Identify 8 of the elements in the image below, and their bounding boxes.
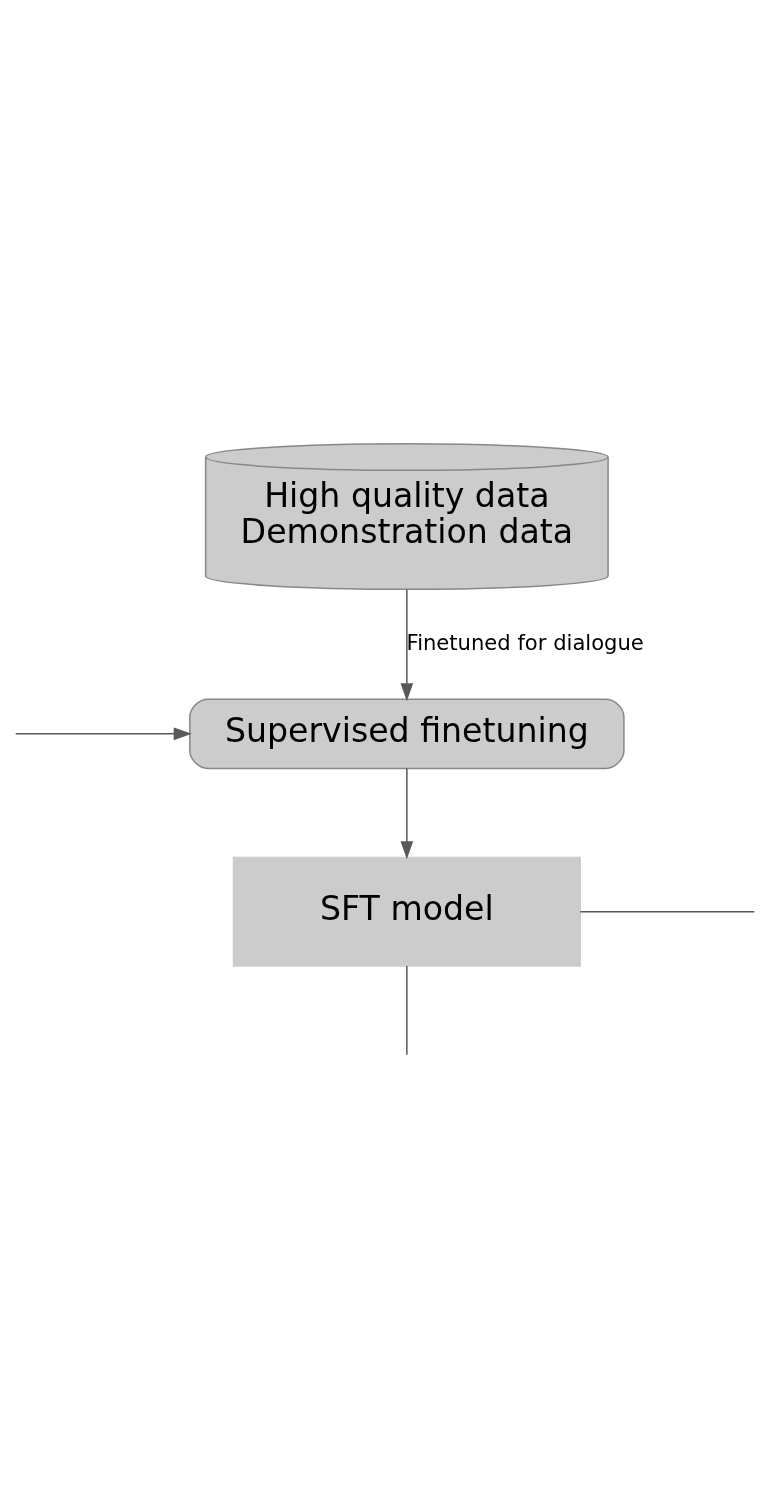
arrow: [14, 726, 192, 740]
edge-label: Finetuned for dialogue: [406, 629, 644, 655]
connector: [579, 910, 756, 912]
connector: [406, 964, 408, 1055]
node-box: Supervised finetuning: [189, 697, 625, 769]
node-box: SFT model: [232, 856, 581, 967]
arrow: [400, 588, 414, 701]
arrow: [400, 767, 414, 859]
